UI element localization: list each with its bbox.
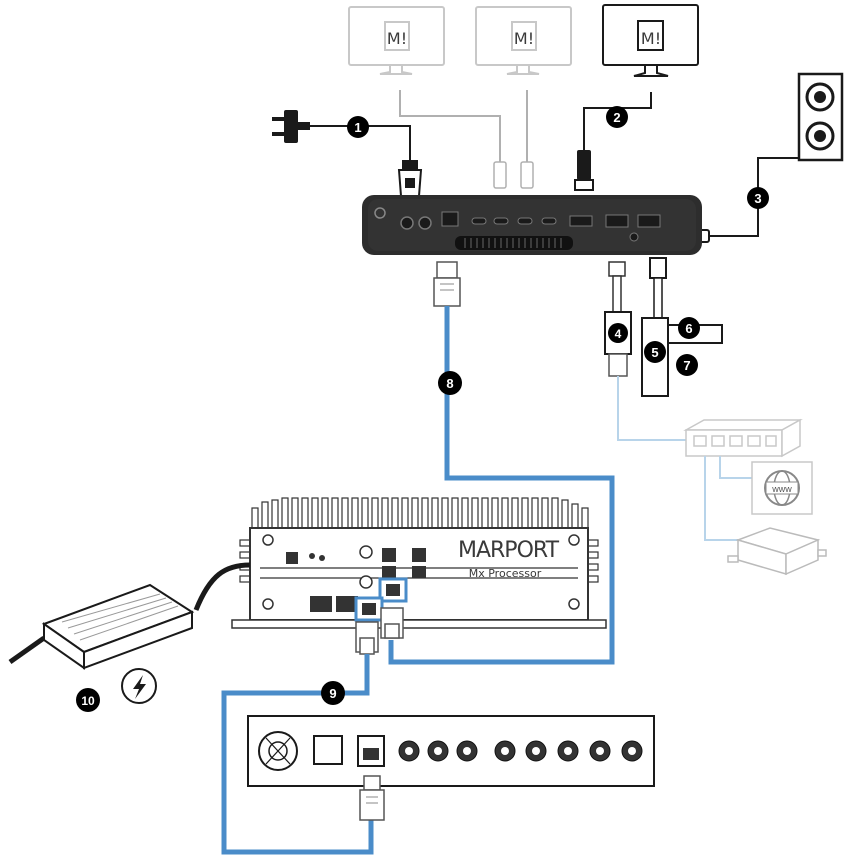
network-switch-icon — [683, 418, 803, 458]
processor-brand: MARPORT — [458, 538, 560, 563]
rj45-plug — [359, 775, 385, 821]
ethernet-cable — [221, 654, 374, 855]
power-cable — [193, 562, 251, 611]
svg-text:M!: M! — [514, 29, 534, 48]
mini-pc — [362, 195, 702, 255]
callout-5: 5 — [644, 341, 666, 363]
hdmi-plug — [574, 150, 594, 191]
mx-processor: MARPORT Mx Processor — [231, 497, 607, 629]
iec-plug — [397, 160, 423, 197]
callout-3: 3 — [747, 187, 769, 209]
usb-dongle-icon — [641, 257, 669, 397]
power-plug-icon — [272, 110, 310, 143]
monitor-icon: M! — [602, 4, 699, 77]
lan-cable — [719, 456, 760, 479]
callout-1: 1 — [347, 116, 369, 138]
lan-cable — [704, 456, 738, 541]
svg-text:M!: M! — [387, 29, 407, 48]
callout-8: 8 — [438, 371, 462, 395]
globe-icon: www — [751, 461, 813, 515]
callout-7: 7 — [676, 354, 698, 376]
thunderbolt-cable — [399, 90, 528, 162]
usb-dongle-icon — [604, 261, 632, 377]
monitor-icon: M! — [348, 6, 445, 75]
svg-text:8: 8 — [446, 376, 453, 391]
svg-text:7: 7 — [683, 358, 690, 373]
svg-text:10: 10 — [81, 694, 95, 708]
svg-text:www: www — [771, 484, 792, 494]
svg-text:1: 1 — [354, 120, 361, 135]
lightning-icon — [121, 668, 157, 704]
thunderbolt-plug — [493, 161, 534, 189]
callout-4: 4 — [608, 323, 628, 343]
speaker-icon — [797, 72, 844, 162]
ethernet-cable — [388, 306, 615, 665]
rj45-plug — [433, 261, 461, 307]
power-cable — [8, 635, 46, 665]
svg-text:6: 6 — [685, 321, 692, 336]
rj45-plug — [355, 621, 379, 655]
junction-box — [247, 715, 655, 787]
processor-model: Mx Processor — [469, 567, 542, 580]
svg-text:M!: M! — [641, 29, 661, 48]
svg-text:5: 5 — [651, 345, 658, 360]
power-cable — [310, 125, 411, 160]
sensor-device-icon — [727, 527, 827, 576]
callout-2: 2 — [606, 106, 628, 128]
rj45-plug — [380, 607, 404, 639]
callout-9: 9 — [321, 681, 345, 705]
callout-6: 6 — [678, 317, 700, 339]
lan-cable — [617, 376, 687, 441]
monitor-icon: M! — [475, 6, 572, 75]
svg-text:4: 4 — [615, 327, 622, 341]
svg-text:3: 3 — [754, 191, 761, 206]
power-supply — [41, 583, 195, 670]
svg-text:9: 9 — [329, 686, 336, 701]
callout-10: 10 — [76, 688, 100, 712]
svg-text:2: 2 — [613, 110, 620, 125]
